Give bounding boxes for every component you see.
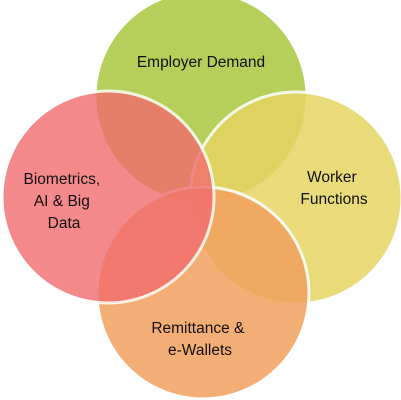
label-worker-line-1: Worker	[307, 169, 357, 186]
label-remittance-ewallets: Remittance & e-Wallets	[151, 320, 248, 359]
label-worker-line-2: Functions	[300, 191, 367, 208]
label-remittance-line-2: e-Wallets	[168, 342, 232, 359]
label-employer-line-1: Employer Demand	[137, 54, 265, 71]
venn-set-biometrics	[0, 89, 216, 305]
label-employer-demand: Employer Demand	[137, 54, 265, 71]
label-biometrics-line-2: AI & Big	[34, 193, 90, 210]
label-remittance-line-1: Remittance &	[151, 320, 245, 337]
label-worker-functions: Worker Functions	[300, 169, 367, 208]
label-biometrics-line-3: Data	[48, 215, 81, 232]
venn-circle-biometrics	[0, 89, 216, 305]
label-biometrics-line-1: Biometrics,	[24, 171, 101, 188]
label-biometrics-ai-bigdata: Biometrics, AI & Big Data	[24, 171, 105, 232]
